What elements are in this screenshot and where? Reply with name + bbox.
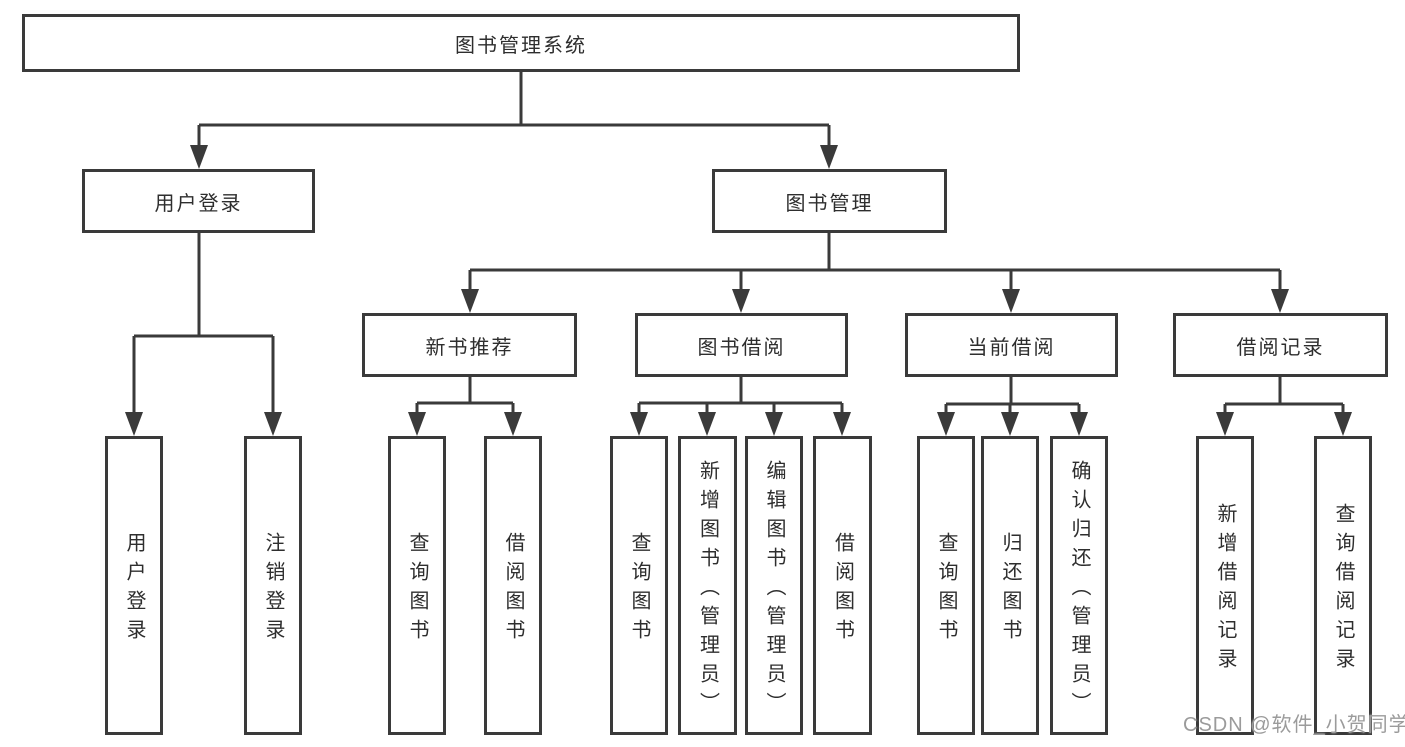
arrow-to-leaf-user-login	[125, 336, 143, 436]
node-current-borrow: 当前借阅	[905, 313, 1118, 377]
node-leaf-query-books-borrow: 查询图书	[610, 436, 668, 735]
node-leaf-borrow-books: 借阅图书	[813, 436, 872, 735]
arrow-leaf	[937, 404, 955, 436]
arrow-to-current-borrow	[1002, 270, 1020, 313]
node-user-login: 用户登录	[82, 169, 315, 233]
arrow-leaf	[1334, 404, 1352, 436]
arrow-to-book-management	[820, 125, 838, 169]
node-leaf-edit-books-admin: 编辑图书（管理员）	[745, 436, 803, 735]
node-label: 图书借阅	[697, 336, 786, 359]
node-leaf-query-borrow-record: 查询借阅记录	[1314, 436, 1372, 735]
node-root-label: 图书管理系统	[455, 34, 587, 57]
node-new-book-recommend: 新书推荐	[362, 313, 577, 377]
arrow-leaf	[1001, 404, 1019, 436]
node-label: 确认归还（管理员）	[1068, 459, 1090, 721]
node-borrow-records: 借阅记录	[1173, 313, 1388, 377]
node-leaf-return-books: 归还图书	[981, 436, 1039, 735]
node-label: 借阅记录	[1236, 336, 1325, 359]
node-label: 新增借阅记录	[1214, 503, 1236, 677]
node-leaf-add-books-admin: 新增图书（管理员）	[678, 436, 737, 735]
arrow-leaf	[630, 403, 648, 436]
arrow-to-leaf-logout	[264, 336, 282, 436]
arrow-leaf	[833, 403, 851, 436]
node-label: 新书推荐	[425, 336, 514, 359]
arrow-leaf	[408, 403, 426, 436]
arrow-leaf	[1070, 404, 1088, 436]
node-label: 注销登录	[262, 532, 284, 648]
arrow-leaf	[698, 403, 716, 436]
node-label: 编辑图书（管理员）	[763, 459, 785, 721]
node-label: 归还图书	[999, 532, 1021, 648]
node-leaf-user-login: 用户登录	[105, 436, 163, 735]
csdn-watermark: CSDN @软件_小贺同学	[1183, 714, 1405, 736]
arrow-to-borrow-records	[1271, 270, 1289, 313]
node-label: 当前借阅	[967, 336, 1056, 359]
node-leaf-query-books-recommend: 查询图书	[388, 436, 446, 735]
node-label: 图书管理	[785, 192, 874, 215]
arrow-leaf	[1216, 404, 1234, 436]
node-root: 图书管理系统	[22, 14, 1020, 72]
node-label: 用户登录	[123, 532, 145, 648]
node-leaf-logout: 注销登录	[244, 436, 302, 735]
node-label: 借阅图书	[831, 532, 854, 648]
node-label: 用户登录	[154, 192, 243, 215]
node-label: 借阅图书	[502, 532, 524, 648]
node-label: 查询图书	[628, 532, 650, 648]
node-label: 新增图书（管理员）	[696, 459, 719, 721]
node-label: 查询图书	[406, 532, 428, 648]
node-label: 查询借阅记录	[1332, 503, 1354, 677]
arrow-leaf	[765, 403, 783, 436]
node-leaf-confirm-return-admin: 确认归还（管理员）	[1050, 436, 1108, 735]
arrow-leaf	[504, 403, 522, 436]
arrow-to-book-borrow	[732, 270, 750, 313]
node-leaf-borrow-books-recommend: 借阅图书	[484, 436, 542, 735]
arrow-to-new-book-recommend	[461, 270, 479, 313]
node-leaf-query-books-current: 查询图书	[917, 436, 975, 735]
node-book-borrow: 图书借阅	[635, 313, 848, 377]
arrow-to-user-login	[190, 125, 208, 169]
node-label: 查询图书	[935, 532, 957, 648]
node-book-management: 图书管理	[712, 169, 947, 233]
node-leaf-add-borrow-record: 新增借阅记录	[1196, 436, 1254, 735]
